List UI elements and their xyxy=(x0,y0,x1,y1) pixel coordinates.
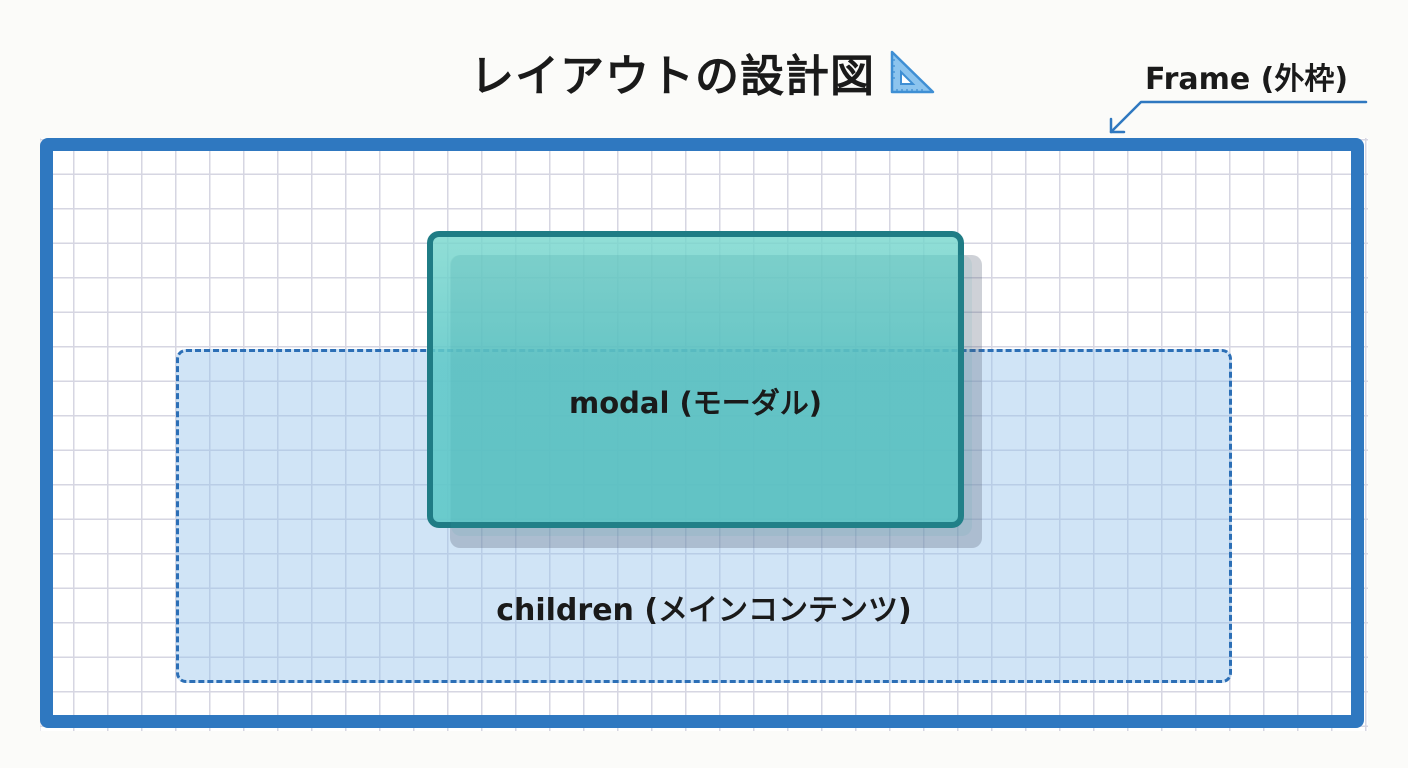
triangle-ruler-icon xyxy=(890,50,935,94)
modal-label: modal (モーダル) xyxy=(568,386,822,420)
frame-label: Frame (外枠) xyxy=(1145,62,1349,97)
frame-border xyxy=(40,138,1364,728)
frame-pointer-arrow-icon xyxy=(1109,100,1368,134)
diagram-title: レイアウトの設計図 xyxy=(470,40,935,104)
children-label: children (メインコンテンツ) xyxy=(496,593,912,628)
title-text: レイアウトの設計図 xyxy=(470,51,875,102)
